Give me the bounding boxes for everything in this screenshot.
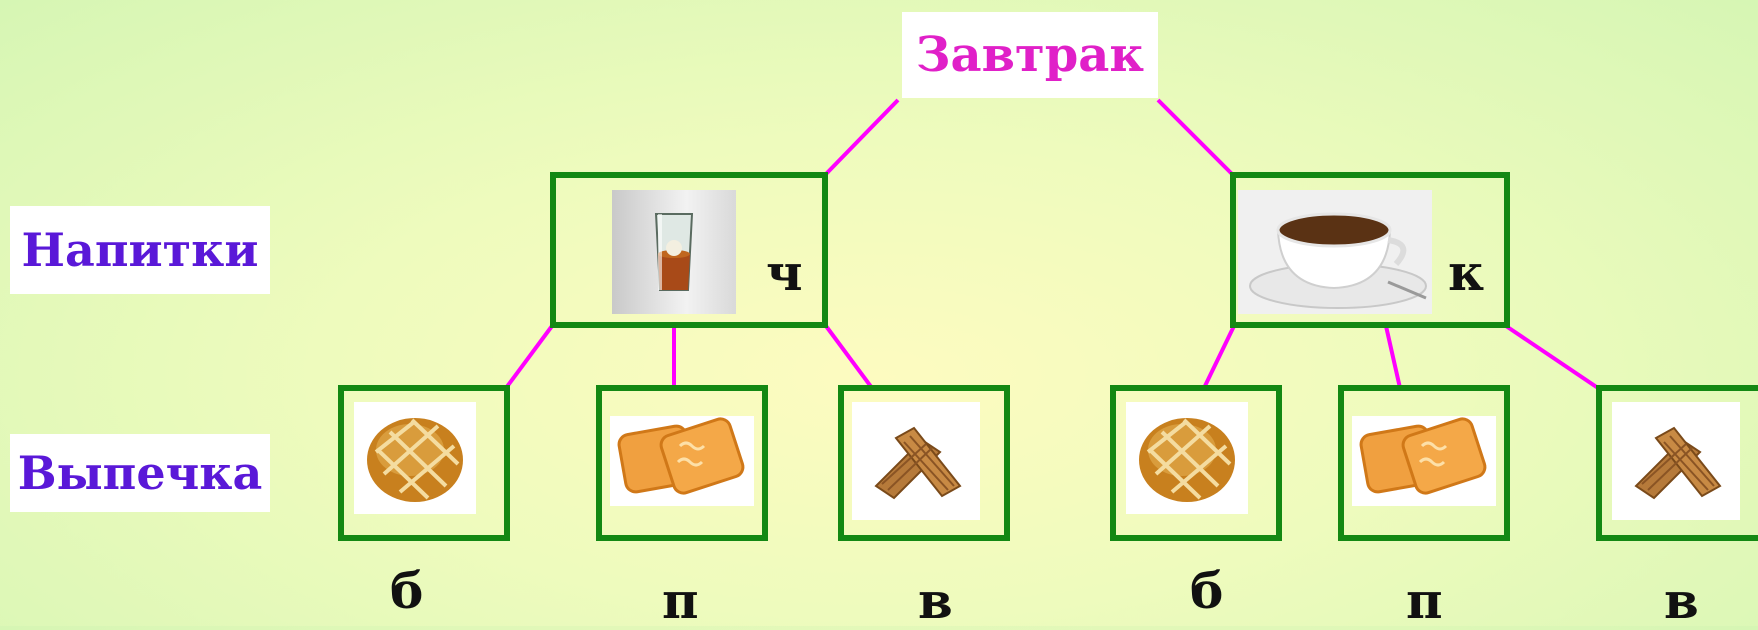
letter-wafers-left: в bbox=[918, 571, 953, 630]
cookies-icon bbox=[610, 416, 754, 506]
letter-coffee: к bbox=[1448, 243, 1485, 302]
node-cookies-right bbox=[1338, 385, 1510, 541]
bun-icon bbox=[354, 402, 476, 514]
node-tea bbox=[550, 172, 828, 328]
edge-root-coffee bbox=[1156, 98, 1234, 176]
row-label-drinks: Напитки bbox=[10, 206, 270, 294]
glass-of-tea-icon bbox=[612, 190, 736, 314]
root-title: Завтрак bbox=[902, 12, 1158, 98]
node-wafers-right bbox=[1596, 385, 1758, 541]
node-wafers-left bbox=[838, 385, 1010, 541]
node-coffee bbox=[1230, 172, 1510, 328]
edge-coffee-wafers bbox=[1504, 324, 1600, 390]
node-cookies-left bbox=[596, 385, 768, 541]
letter-tea: ч bbox=[766, 243, 803, 302]
node-bun-right bbox=[1110, 385, 1282, 541]
edge-coffee-bun bbox=[1202, 325, 1236, 389]
coffee-cup-icon bbox=[1238, 190, 1432, 314]
letter-bun-right: б bbox=[1190, 561, 1224, 620]
edge-tea-wafers bbox=[824, 324, 874, 390]
letter-wafers-right: в bbox=[1664, 571, 1699, 630]
letter-cookies-right: п bbox=[1406, 571, 1443, 630]
wafers-icon bbox=[852, 402, 980, 520]
node-bun-left bbox=[338, 385, 510, 541]
letter-cookies-left: п bbox=[662, 571, 699, 630]
letter-bun-left: б bbox=[390, 561, 424, 620]
wafers-icon bbox=[1612, 402, 1740, 520]
edge-tea-bun bbox=[504, 324, 554, 390]
edge-coffee-cookies bbox=[1384, 325, 1402, 389]
cookies-icon bbox=[1352, 416, 1496, 506]
bun-icon bbox=[1126, 402, 1248, 514]
edge-root-tea bbox=[824, 98, 900, 176]
row-label-pastry: Выпечка bbox=[10, 434, 270, 512]
